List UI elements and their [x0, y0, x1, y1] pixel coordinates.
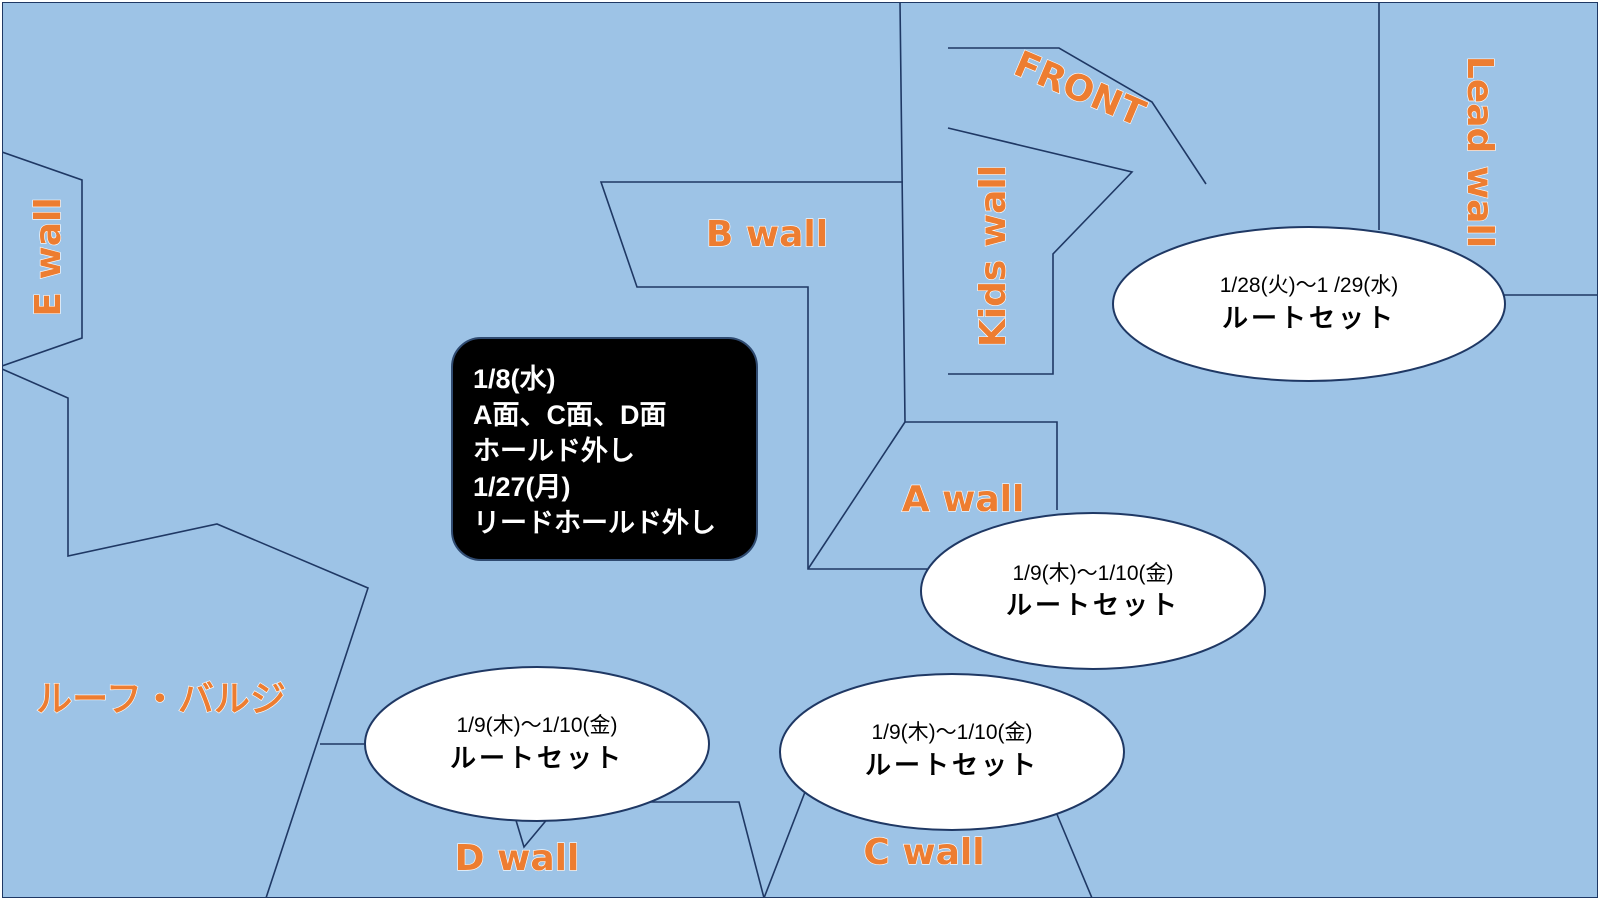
roof-outline [2, 368, 369, 898]
a-wall-label: A wall [902, 479, 1025, 520]
notice-line-4: 1/27(月) [473, 472, 571, 502]
bubble-a-shape [920, 512, 1266, 670]
bubble-d: 1/9(木)～1/10(金) ルートセット [364, 666, 710, 822]
bubble-a-title: ルートセット [1006, 590, 1180, 620]
bubble-lead-date: 1/28(火)～1 /29(水) [1220, 274, 1399, 297]
kids-wall-label: Kids wall [973, 165, 1014, 347]
b-wall-label: B wall [706, 214, 828, 255]
bubble-lead: 1/28(火)～1 /29(水) ルートセット [1112, 226, 1506, 382]
b-wall-outline [599, 181, 927, 570]
c-wall-label: C wall [863, 832, 984, 873]
bubble-d-shape [364, 666, 710, 822]
e-wall-outline [2, 151, 83, 367]
c-wall-left [763, 791, 806, 898]
notice-line-2: A面、C面、D面 [473, 400, 667, 430]
bubble-c-date: 1/9(木)～1/10(金) [871, 721, 1032, 744]
e-wall-label: E wall [28, 197, 69, 316]
center-divider [899, 2, 1058, 510]
c-wall-right [1055, 811, 1093, 898]
notice-line-3: ホールド外し [473, 436, 635, 466]
bubble-c: 1/9(木)～1/10(金) ルートセット [779, 673, 1125, 831]
notice-line-5: リードホールド外し [473, 508, 716, 538]
hold-removal-notice: 1/8(水) A面、C面、D面 ホールド外し 1/27(月) リードホールド外し [451, 337, 758, 561]
notice-line-1: 1/8(水) [473, 364, 556, 394]
a-wall-diagonal [807, 421, 906, 570]
bubble-c-shape [779, 673, 1125, 831]
front-outline [948, 47, 1207, 185]
roof-bulge-label: ルーフ・バルジ [36, 679, 286, 720]
bubble-lead-shape [1112, 226, 1506, 382]
bubble-a-date: 1/9(木)～1/10(金) [1012, 562, 1173, 585]
bubble-lead-title: ルートセット [1222, 303, 1396, 333]
lead-wall-label: Lead wall [1459, 56, 1500, 248]
bubble-c-title: ルートセット [865, 750, 1039, 780]
d-wall-right [650, 801, 765, 898]
bubble-d-date: 1/9(木)～1/10(金) [456, 714, 617, 737]
kids-wall-outline [947, 127, 1134, 375]
bubble-a: 1/9(木)～1/10(金) ルートセット [920, 512, 1266, 670]
d-wall-notch [514, 816, 550, 849]
d-wall-label: D wall [455, 838, 580, 879]
bubble-d-title: ルートセット [450, 743, 624, 773]
